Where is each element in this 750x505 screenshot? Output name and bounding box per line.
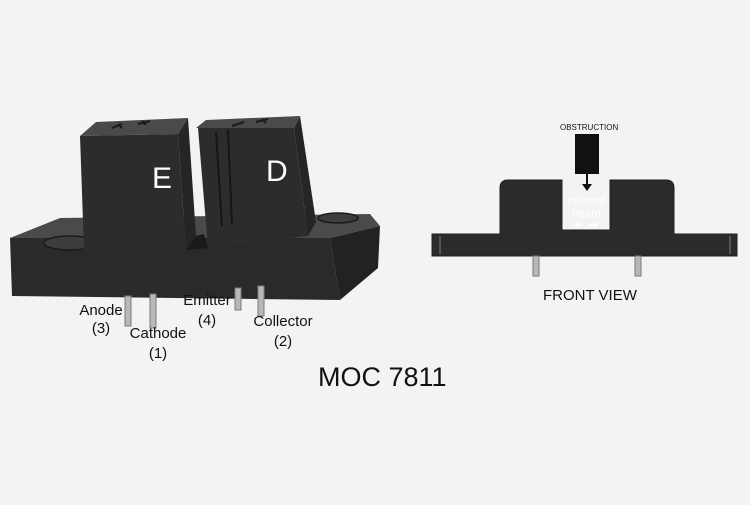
- detector-top-mark: [231, 118, 269, 127]
- obstruction-block: [575, 134, 599, 174]
- emitter-tower-front: [80, 134, 186, 250]
- mount-hole-right: [317, 212, 359, 224]
- emitter-tower-side: [178, 118, 196, 250]
- detector-mark: D: [266, 155, 288, 188]
- infrared-beam-label: Infrared Beam: [562, 195, 610, 221]
- sensor-3d: E D: [10, 116, 380, 329]
- base-plate-front: [10, 238, 340, 300]
- base-plate-side: [330, 226, 380, 300]
- label-emitter-number: (4): [197, 312, 217, 329]
- beam-label-line1: Infrared: [567, 195, 605, 207]
- front-pin-right: [634, 255, 642, 277]
- emitter-top-mark: [111, 120, 151, 129]
- detector-tower-top: [196, 116, 300, 128]
- detector-tower-side: [294, 116, 316, 236]
- emitter-tower-top: [80, 118, 188, 136]
- label-cathode-number: (1): [148, 345, 168, 362]
- label-anode-name: Anode: [79, 302, 123, 319]
- pin-collector: [257, 285, 265, 317]
- beam-label-line2: Beam: [571, 208, 601, 220]
- label-emitter-name: Emitter: [183, 292, 231, 309]
- front-view-body: [431, 179, 738, 257]
- obstruction-arrow-head: [582, 184, 592, 191]
- part-number-caption: MOC 7811: [318, 362, 447, 392]
- label-collector-name: Collector: [253, 313, 313, 330]
- label-collector-number: (2): [273, 333, 293, 350]
- emitter-mark: E: [152, 162, 172, 195]
- slot-gap: [186, 234, 208, 250]
- label-emitter: Emitter (4): [179, 292, 235, 330]
- obstruction-label: OBSTRUCTION: [560, 123, 619, 132]
- detector-tower-front: [198, 128, 308, 248]
- front-pin-left: [532, 255, 540, 277]
- pin-anode: [124, 295, 132, 327]
- label-anode-number: (3): [91, 320, 111, 337]
- front-view-title: FRONT VIEW: [543, 287, 637, 304]
- pin-cathode: [149, 293, 157, 329]
- pins-3d: [124, 285, 265, 329]
- front-view: [431, 134, 738, 277]
- label-anode: Anode (3): [76, 302, 126, 338]
- beam-arrow-right-head: [594, 222, 598, 228]
- label-cathode-name: Cathode: [129, 325, 187, 342]
- pin-emitter: [234, 287, 242, 311]
- label-collector: Collector (2): [248, 313, 318, 351]
- label-cathode: Cathode (1): [126, 325, 190, 363]
- detector-slot-line: [215, 129, 233, 227]
- beam-arrow-left-head: [574, 222, 578, 228]
